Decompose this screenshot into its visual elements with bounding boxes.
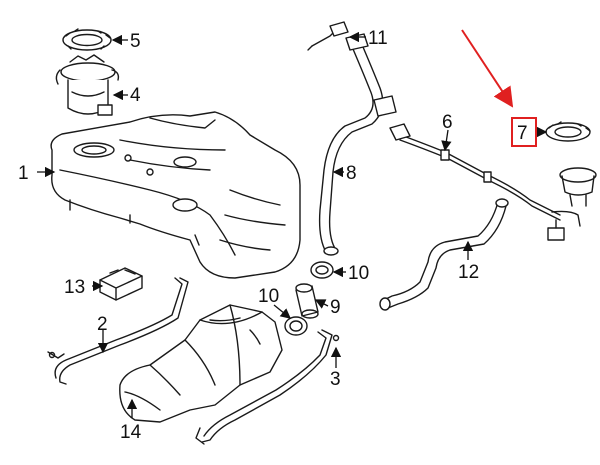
callout-8: 8 bbox=[346, 163, 357, 184]
callout-10-upper: 10 bbox=[348, 263, 369, 284]
part-10-seal-lower bbox=[284, 316, 308, 336]
callout-13: 13 bbox=[64, 277, 85, 298]
part-4-fuel-pump bbox=[55, 54, 120, 116]
callout-14: 14 bbox=[120, 422, 142, 443]
callout-1: 1 bbox=[18, 163, 29, 184]
part-3-strap bbox=[195, 329, 340, 445]
part-13-module bbox=[99, 267, 143, 301]
part-11-cap bbox=[307, 21, 349, 51]
part-10-seal-upper bbox=[310, 261, 334, 279]
part-1-fuel-tank bbox=[50, 111, 301, 279]
callout-9: 9 bbox=[330, 297, 341, 318]
callout-3: 3 bbox=[330, 369, 341, 390]
callout-10-lower: 10 bbox=[258, 286, 279, 307]
sending-unit bbox=[559, 167, 597, 207]
callout-11: 11 bbox=[368, 28, 388, 49]
part-2-strap bbox=[47, 277, 189, 385]
callout-6: 6 bbox=[442, 112, 453, 133]
part-7-lock-ring bbox=[545, 121, 591, 142]
callout-2: 2 bbox=[97, 314, 108, 335]
callout-7: 7 bbox=[517, 123, 528, 144]
part-12-tube bbox=[379, 198, 509, 311]
callout-7-highlight-box bbox=[511, 117, 537, 147]
callout-5: 5 bbox=[130, 31, 141, 52]
part-8-filler-pipe bbox=[318, 33, 397, 256]
part-6-vent-line bbox=[389, 123, 581, 241]
highlight-arrow bbox=[461, 29, 514, 108]
callout-12: 12 bbox=[458, 262, 479, 283]
part-9-hose bbox=[295, 283, 319, 319]
callout-4: 4 bbox=[130, 85, 141, 106]
part-5-lock-ring bbox=[62, 28, 112, 51]
part-14-heat-shield bbox=[119, 304, 283, 423]
